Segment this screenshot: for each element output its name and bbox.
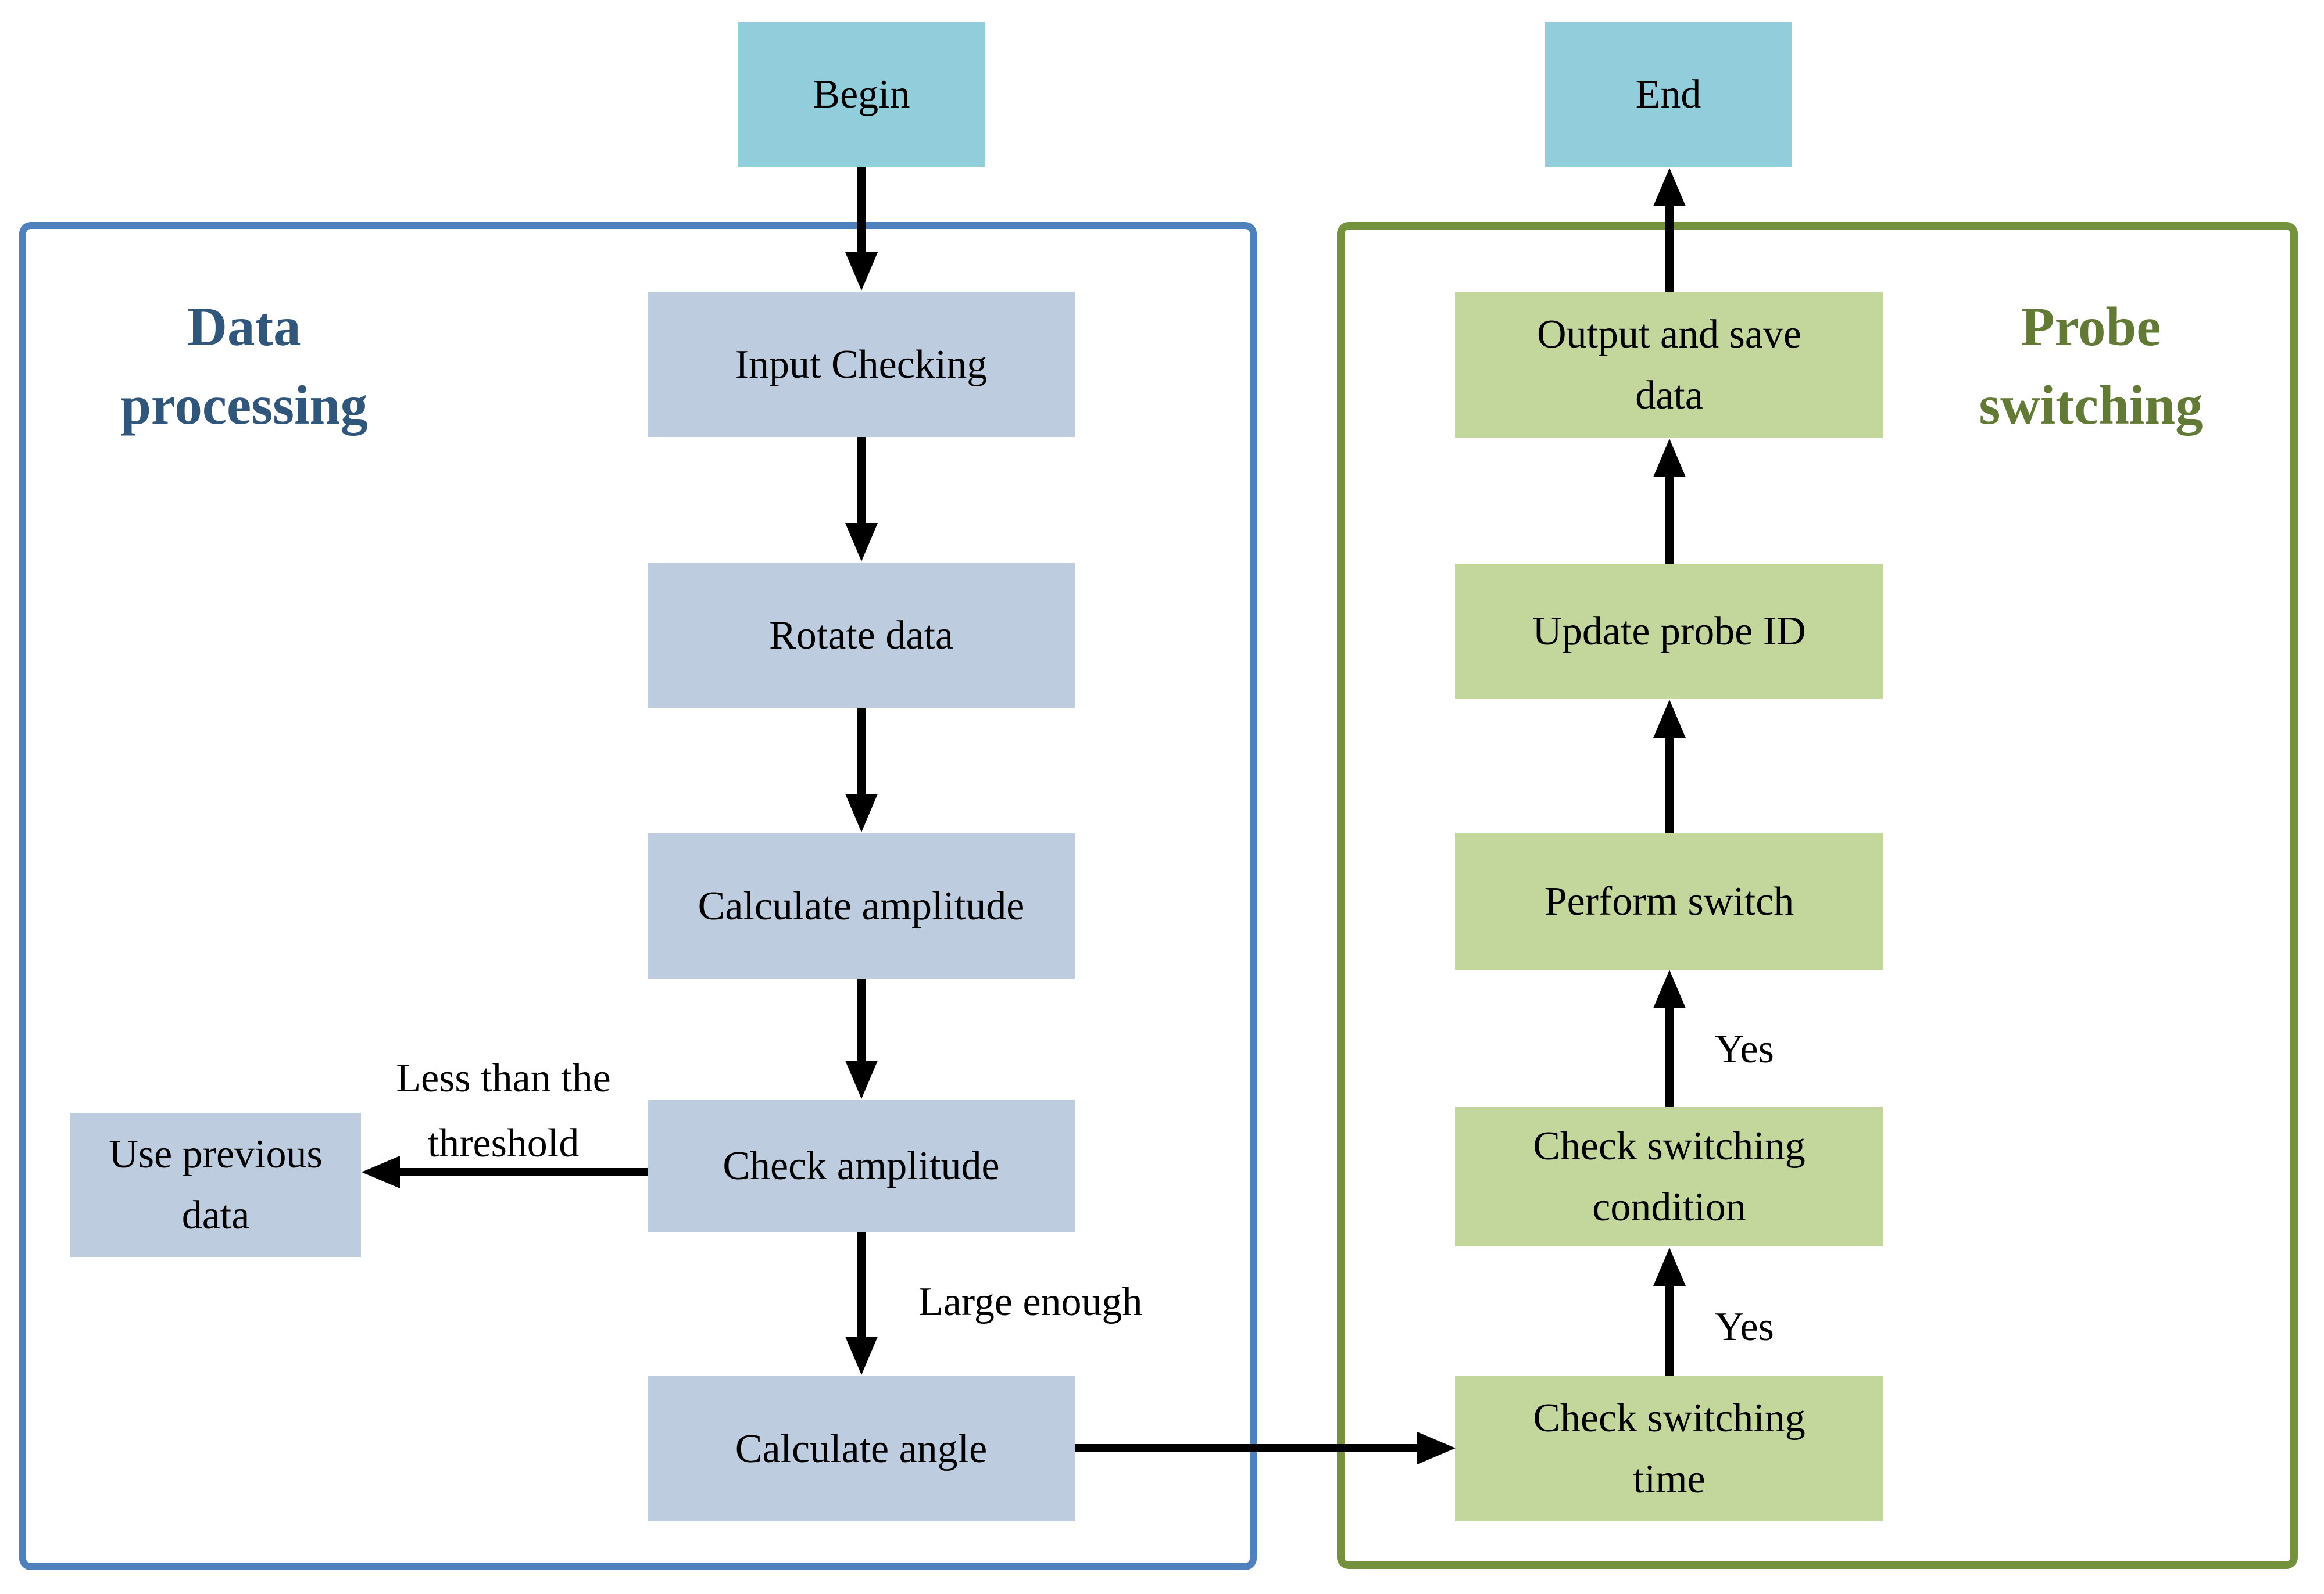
large-enough-label: Large enough <box>918 1280 1143 1324</box>
output-save-data-label-line2: data <box>1635 373 1703 418</box>
less-than-threshold-label-line1: Less than the <box>396 1056 611 1101</box>
check-switching-time-label-line1: Check switching <box>1533 1396 1805 1441</box>
end-node: End <box>1545 22 1792 167</box>
data-processing-title-line2: processing <box>120 374 368 436</box>
check-switching-condition-node: Check switching condition <box>1455 1107 1883 1246</box>
end-node-label: End <box>1635 71 1701 117</box>
update-probe-id-node: Update probe ID <box>1455 564 1883 699</box>
output-save-data-label-line1: Output and save <box>1537 312 1801 357</box>
use-previous-data-label-line2: data <box>181 1193 250 1238</box>
probe-switching-title: Probe switching <box>1917 288 2265 445</box>
use-previous-data-node: Use previous data <box>70 1113 361 1257</box>
rotate-data-node: Rotate data <box>648 563 1075 708</box>
yes-label-condition-to-switch: Yes <box>1715 1027 1774 1072</box>
rotate-data-label: Rotate data <box>769 612 953 658</box>
calculate-angle-label: Calculate angle <box>735 1426 988 1471</box>
begin-node: Begin <box>738 22 985 167</box>
output-save-data-node: Output and save data <box>1455 292 1883 438</box>
check-switching-condition-label-line1: Check switching <box>1533 1124 1805 1169</box>
probe-switching-title-line2: switching <box>1979 374 2203 436</box>
check-switching-time-label-line2: time <box>1633 1457 1706 1502</box>
input-checking-label: Input Checking <box>735 342 988 387</box>
yes-label-time-to-condition: Yes <box>1715 1305 1774 1349</box>
check-switching-condition-label-line2: condition <box>1592 1185 1746 1230</box>
update-probe-id-label: Update probe ID <box>1532 608 1806 654</box>
calculate-angle-node: Calculate angle <box>648 1376 1075 1521</box>
probe-switching-container <box>1337 222 2298 1569</box>
perform-switch-node: Perform switch <box>1455 833 1883 970</box>
check-amplitude-node: Check amplitude <box>648 1100 1075 1232</box>
perform-switch-label: Perform switch <box>1544 879 1794 924</box>
check-amplitude-label: Check amplitude <box>723 1144 1000 1188</box>
data-processing-title-line1: Data <box>187 296 301 357</box>
use-previous-data-label-line1: Use previous <box>109 1132 323 1177</box>
less-than-threshold-label-line2: threshold <box>427 1121 580 1166</box>
check-switching-time-node: Check switching time <box>1455 1376 1883 1521</box>
data-processing-container <box>19 222 1257 1570</box>
data-processing-title: Data processing <box>70 288 419 445</box>
probe-switching-title-line1: Probe <box>2021 296 2161 357</box>
begin-node-label: Begin <box>813 71 910 117</box>
input-checking-node: Input Checking <box>648 292 1075 437</box>
calculate-amplitude-node: Calculate amplitude <box>648 833 1075 979</box>
less-than-threshold-label: Less than the threshold <box>329 1046 678 1176</box>
calculate-amplitude-label: Calculate amplitude <box>698 883 1025 929</box>
